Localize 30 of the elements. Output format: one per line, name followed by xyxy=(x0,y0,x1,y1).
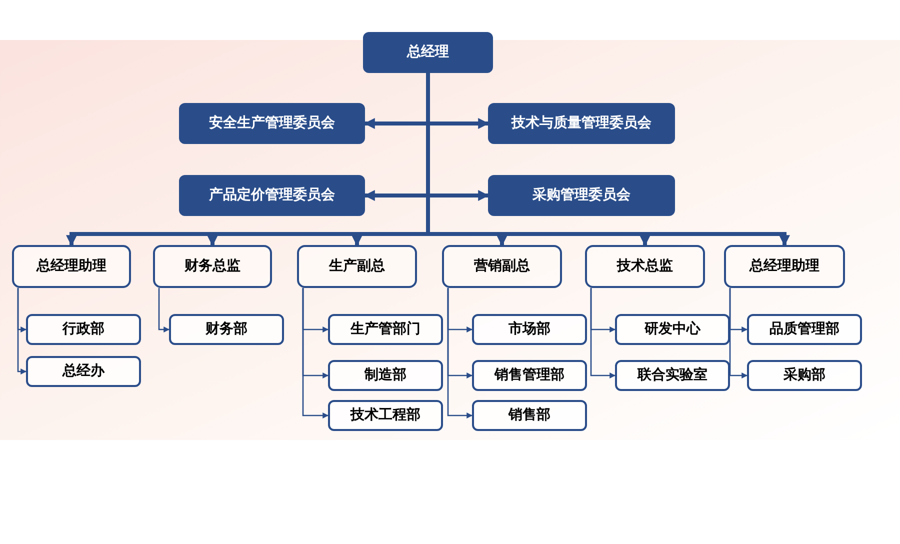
title-box: 技术与质量管理委员会 xyxy=(488,103,675,144)
department-box: 技术工程部 xyxy=(328,400,443,431)
connector-arrow xyxy=(158,288,170,332)
department-box: 销售部 xyxy=(472,400,587,431)
department-box: 行政部 xyxy=(26,314,141,345)
title-box: 产品定价管理委员会 xyxy=(179,175,365,216)
department-box: 生产管部门 xyxy=(328,314,443,345)
department-box: 销售管理部 xyxy=(472,360,587,391)
role-box: 生产副总 xyxy=(297,245,417,288)
department-box: 财务部 xyxy=(169,314,284,345)
department-box: 研发中心 xyxy=(615,314,730,345)
department-box: 联合实验室 xyxy=(615,360,730,391)
connector-arrow xyxy=(302,288,329,418)
connector-arrow xyxy=(447,288,473,418)
department-box: 采购部 xyxy=(747,360,862,391)
role-box: 总经理助理 xyxy=(12,245,131,288)
title-box: 总经理 xyxy=(363,32,493,73)
connector-arrow xyxy=(17,288,27,374)
department-box: 品质管理部 xyxy=(747,314,862,345)
connector-arrow xyxy=(729,288,748,378)
role-box: 营销副总 xyxy=(442,245,562,288)
department-box: 制造部 xyxy=(328,360,443,391)
connector-arrow xyxy=(590,288,616,378)
role-box: 技术总监 xyxy=(585,245,705,288)
department-box: 总经办 xyxy=(26,356,141,387)
role-box: 总经理助理 xyxy=(724,245,845,288)
department-box: 市场部 xyxy=(472,314,587,345)
title-box: 安全生产管理委员会 xyxy=(179,103,365,144)
title-box: 采购管理委员会 xyxy=(488,175,675,216)
role-box: 财务总监 xyxy=(153,245,272,288)
